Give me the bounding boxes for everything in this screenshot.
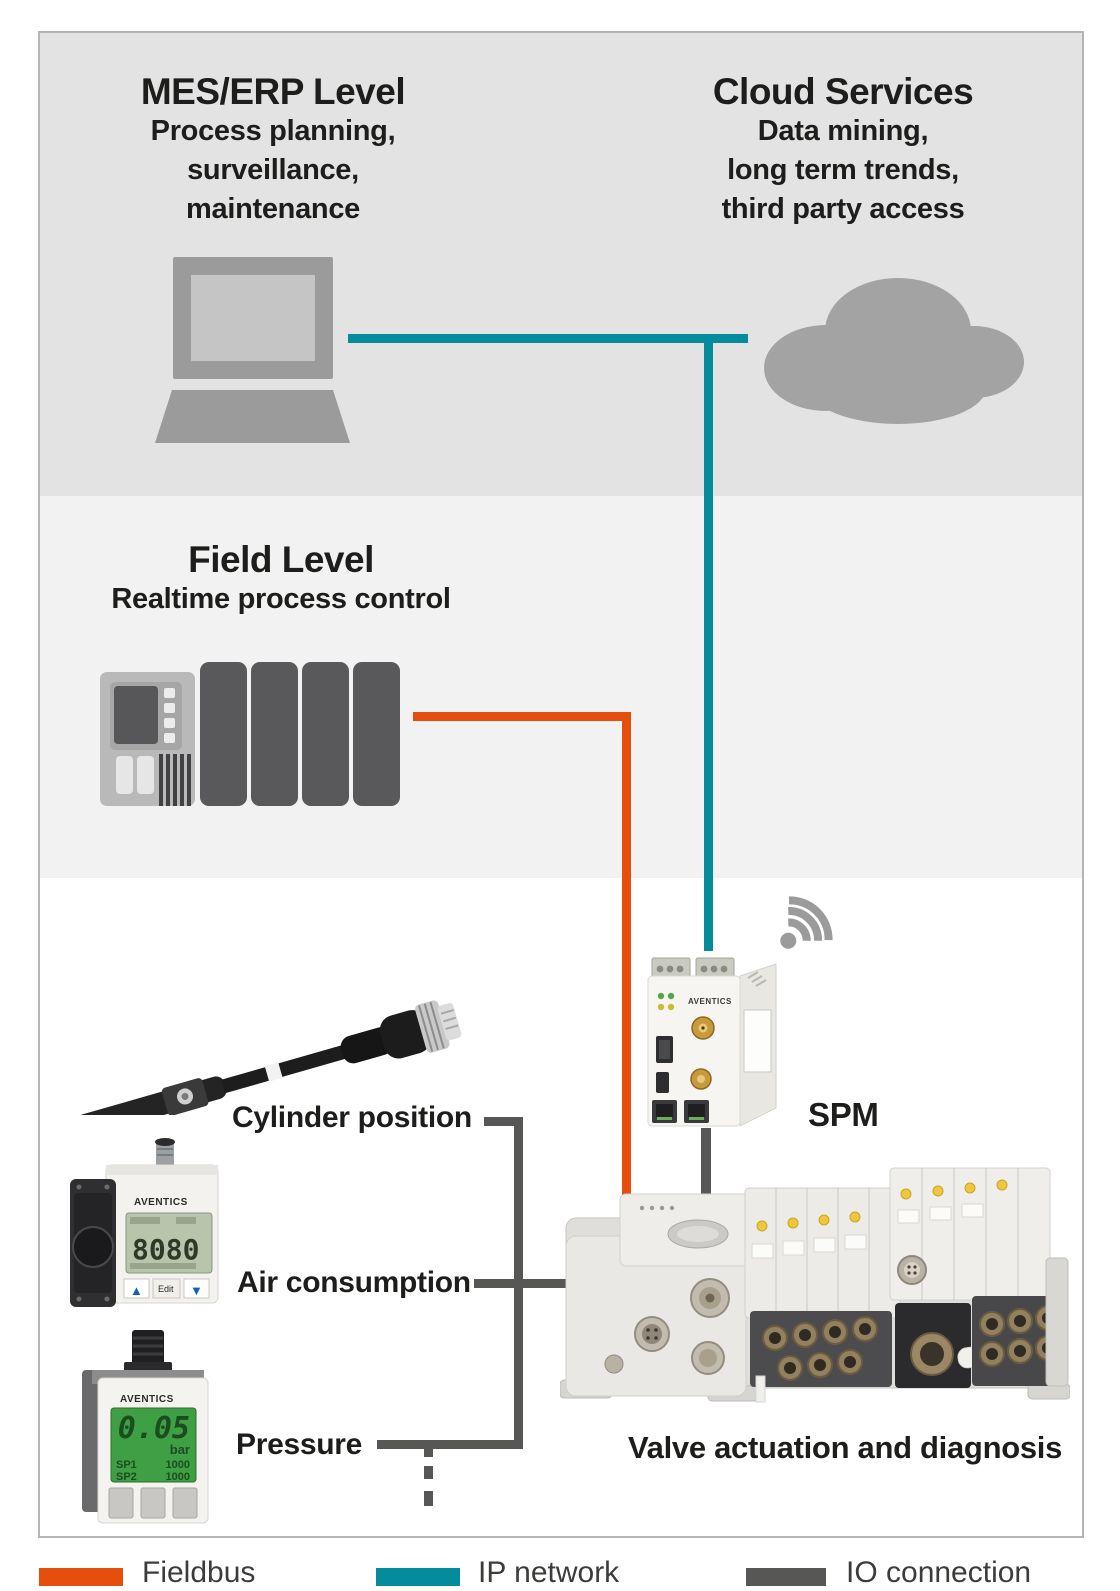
ip-network-line-vertical [704,334,713,951]
wifi-icon [762,889,840,967]
flow-sensor-display-value: 8080 [132,1233,199,1266]
valve-terminal-image [560,1148,1070,1438]
pressure-sensor-sp2-value: 1000 [166,1471,190,1483]
legend-swatch-io-connection [746,1568,826,1586]
label-spm: SPM [808,1096,879,1133]
fieldbus-line-vertical [622,712,631,1241]
flow-sensor-up-button: ▲ [130,1283,143,1298]
mes-erp-title: MES/ERP Level [140,71,406,112]
field-level-text-block: Field Level Realtime process control [106,540,456,619]
field-level-line1: Realtime process control [111,583,451,615]
flow-sensor-brand-text: AVENTICS [134,1197,188,1208]
label-valve: Valve actuation and diagnosis [628,1430,1063,1465]
legend-swatch-fieldbus [39,1568,123,1586]
pressure-sensor-display-value: 0.05 [118,1411,190,1446]
cloud-icon [758,276,1028,426]
laptop-icon [150,253,355,448]
fieldbus-line-horizontal [413,712,631,721]
cloud-text-block: Cloud Services Data mining, long term tr… [668,72,1018,229]
mes-erp-text-block: MES/ERP Level Process planning, surveill… [98,72,448,229]
mes-erp-line1: Process planning, [150,115,396,147]
io-line-dash-2 [424,1466,433,1479]
legend-label-fieldbus: Fieldbus [142,1556,256,1589]
cloud-line3: third party access [721,193,965,225]
legend-label-io-connection: IO connection [846,1556,1032,1589]
flow-sensor-edit-button: Edit [158,1284,174,1294]
pressure-sensor-sp1-label: SP1 [116,1459,137,1471]
io-line-spm-to-valve [701,1128,711,1223]
io-line-cylinder [484,1117,523,1126]
legend-swatch-ip-network [376,1568,460,1586]
pressure-sensor-display-unit: bar [170,1442,190,1457]
flow-sensor-down-button: ▼ [190,1283,203,1298]
field-level-title: Field Level [188,539,374,580]
io-line-dash-3 [424,1491,433,1506]
io-line-pressure [377,1440,523,1449]
cloud-title: Cloud Services [712,71,974,112]
pressure-sensor-sp1-value: 1000 [166,1459,190,1471]
spm-brand-text: AVENTICS [688,997,732,1006]
plc-icon [96,660,406,810]
io-line-dash-1 [424,1449,433,1457]
io-line-air [474,1279,582,1288]
label-pressure: Pressure [236,1428,363,1461]
mes-erp-line3: maintenance [186,193,360,225]
spm-device-image: AVENTICS [640,948,795,1133]
cylinder-position-sensor-image [60,965,480,1115]
mes-erp-line2: surveillance, [187,154,359,186]
cloud-line2: long term trends, [727,154,959,186]
flow-sensor-image: AVENTICS 8080 ▲ Edit ▼ [68,1135,233,1313]
label-air-consumption: Air consumption [237,1266,471,1299]
ip-network-line-horizontal [348,334,748,343]
pressure-sensor-sp2-label: SP2 [116,1471,137,1483]
pressure-sensor-brand-text: AVENTICS [120,1394,174,1405]
label-cylinder-position: Cylinder position [232,1101,472,1134]
cloud-line1: Data mining, [757,115,929,147]
legend-label-ip-network: IP network [478,1556,620,1589]
pressure-sensor-image: AVENTICS 0.05 bar SP1 1000 SP2 1000 [78,1328,228,1528]
